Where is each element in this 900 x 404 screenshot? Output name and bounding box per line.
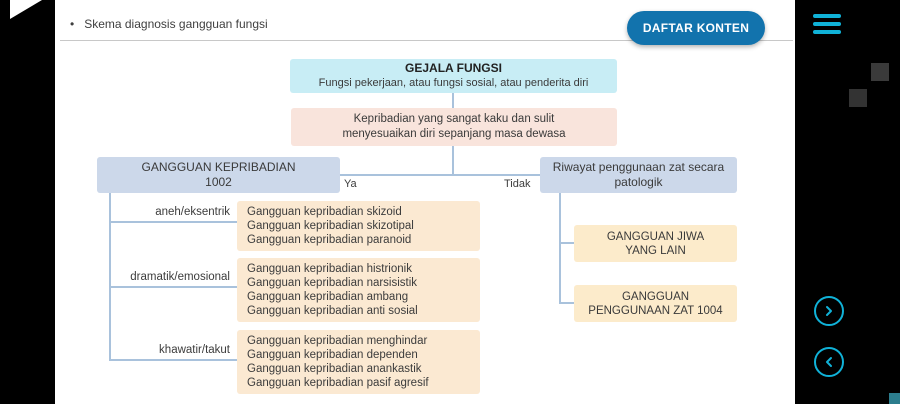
- diagnosis-item: Gangguan kepribadian anti sosial: [247, 305, 418, 317]
- substance-line2: patologik: [614, 175, 663, 189]
- condition-line1: Kepribadian yang sangat kaku dan sulit: [353, 113, 555, 125]
- hamburger-bar: [813, 30, 841, 34]
- substance-line1: Riwayat penggunaan zat secara: [552, 160, 725, 174]
- bullet-icon: •: [70, 17, 75, 31]
- chevron-left-icon: [826, 357, 832, 367]
- branch-line-aneh: [109, 221, 237, 223]
- result-line1: GANGGUAN: [621, 290, 690, 303]
- diagnosis-item: Gangguan kepribadian histrionik: [247, 263, 412, 275]
- cluster-box-dramatik: Gangguan kepribadian histrionik Gangguan…: [237, 258, 480, 322]
- cluster-label-aneh: aneh/eksentrik: [155, 206, 230, 218]
- branch-label-ya: Ya: [344, 178, 357, 190]
- diagnosis-item: Gangguan kepribadian skizoid: [247, 206, 402, 218]
- header-divider: [60, 40, 793, 41]
- corner-accent-square: [889, 393, 900, 404]
- right-trunk-line: [559, 193, 561, 303]
- diagnosis-item: Gangguan kepribadian ambang: [247, 291, 409, 303]
- system-square-icon: [849, 89, 867, 107]
- result-line1: GANGGUAN JIWA: [606, 230, 705, 243]
- next-page-button[interactable]: [814, 296, 844, 326]
- cluster-box-aneh: Gangguan kepribadian skizoid Gangguan ke…: [237, 201, 480, 251]
- connector-condition-split: [452, 146, 454, 176]
- system-square-icon: [871, 63, 889, 81]
- branch-line-penggunaan-zat: [559, 302, 575, 304]
- previous-page-button[interactable]: [814, 347, 844, 377]
- result-line2: YANG LAIN: [625, 244, 686, 257]
- left-trunk-line: [109, 193, 111, 360]
- node-riwayat-zat: Riwayat penggunaan zat secara patologik: [540, 157, 737, 193]
- cluster-label-dramatik: dramatik/emosional: [130, 271, 230, 283]
- connector-split-horizontal: [339, 174, 541, 176]
- node-gangguan-penggunaan-zat: GANGGUAN PENGGUNAAN ZAT 1004: [574, 285, 737, 322]
- condition-line2: menyesuaikan diri sepanjang masa dewasa: [342, 128, 566, 140]
- screen-corner-artifact: [10, 0, 42, 19]
- branch-label-tidak: Tidak: [504, 178, 531, 190]
- breadcrumb-label: Skema diagnosis gangguan fungsi: [84, 17, 268, 31]
- node-gangguan-kepribadian: GANGGUAN KEPRIBADIAN 1002: [97, 157, 340, 193]
- diagnosis-item: Gangguan kepribadian pasif agresif: [247, 377, 429, 389]
- root-subtitle: Fungsi pekerjaan, atau fungsi sosial, at…: [318, 77, 589, 89]
- branch-line-dramatik: [109, 286, 237, 288]
- diagnosis-item: Gangguan kepribadian paranoid: [247, 234, 412, 246]
- hamburger-bar: [813, 22, 841, 26]
- connector-root-condition: [452, 93, 454, 108]
- diagnosis-item: Gangguan kepribadian narsisistik: [247, 277, 418, 289]
- hamburger-bar: [813, 14, 841, 18]
- diagnosis-item: Gangguan kepribadian dependen: [247, 349, 418, 361]
- root-title: GEJALA FUNGSI: [405, 61, 502, 75]
- branch-line-khawatir: [109, 359, 237, 361]
- condition-node: Kepribadian yang sangat kaku dan sulit m…: [291, 108, 617, 146]
- daftar-konten-button[interactable]: DAFTAR KONTEN: [627, 11, 765, 45]
- cluster-label-khawatir: khawatir/takut: [159, 344, 230, 356]
- menu-hamburger-icon[interactable]: [813, 14, 841, 38]
- diagnosis-item: Gangguan kepribadian anankastik: [247, 363, 422, 375]
- root-node-gejala-fungsi: GEJALA FUNGSI Fungsi pekerjaan, atau fun…: [290, 59, 617, 93]
- branch-line-jiwa-lain: [559, 242, 575, 244]
- breadcrumb: • Skema diagnosis gangguan fungsi: [70, 17, 268, 31]
- diagnosis-item: Gangguan kepribadian menghindar: [247, 335, 428, 347]
- cluster-box-khawatir: Gangguan kepribadian menghindar Gangguan…: [237, 330, 480, 394]
- node-gangguan-jiwa-lain: GANGGUAN JIWA YANG LAIN: [574, 225, 737, 262]
- personality-line2: 1002: [205, 175, 232, 189]
- result-line2: PENGGUNAAN ZAT 1004: [588, 304, 723, 317]
- personality-line1: GANGGUAN KEPRIBADIAN: [141, 160, 296, 174]
- chevron-right-icon: [826, 306, 832, 316]
- diagnosis-item: Gangguan kepribadian skizotipal: [247, 220, 414, 232]
